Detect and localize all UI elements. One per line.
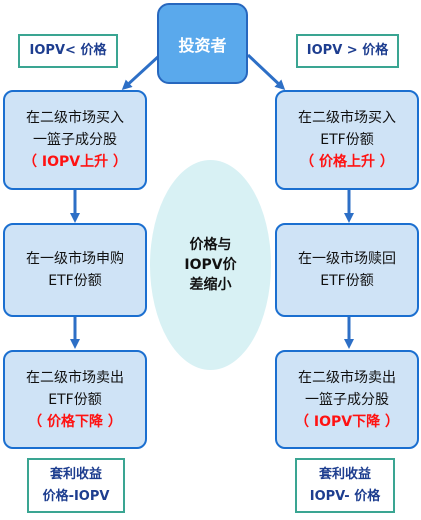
right-step-1-line-1: 在二级市场买入 (298, 110, 396, 126)
right-step-1-effect: （ 价格上升 ） (300, 154, 394, 170)
left-step-1-line-1: 在二级市场买入 (26, 110, 124, 126)
right-step-2-line-1: 在一级市场赎回 (298, 251, 396, 267)
left-step-1-line-2: 一篮子成分股 (33, 132, 117, 148)
left-step-3-line-1: 在二级市场卖出 (26, 369, 124, 386)
left-step-1-effect: （ IOPV上升 ） (23, 154, 127, 170)
right-step-3-effect: （ IOPV下降 ） (295, 413, 399, 430)
condition-left-tag: IOPV< 价格 (18, 34, 118, 68)
result-left-tag: 套利收益 价格-IOPV (27, 458, 125, 513)
condition-right-tag: IOPV > 价格 (296, 34, 399, 68)
right-step-2-box: 在一级市场赎回 ETF份额 (275, 223, 419, 317)
arrow-investor-to-right (246, 53, 286, 91)
right-step-3-line-2: 一篮子成分股 (305, 391, 389, 408)
right-step-2-line-2: ETF份额 (320, 273, 374, 289)
result-left-title: 套利收益 (49, 466, 102, 482)
center-line-2: IOPV价 (184, 257, 237, 273)
right-step-3-box: 在二级市场卖出 一篮子成分股 （ IOPV下降 ） (275, 350, 419, 449)
left-step-2-box: 在一级市场申购 ETF份额 (3, 223, 147, 317)
arrow-investor-to-left (121, 53, 162, 91)
right-step-3-line-1: 在二级市场卖出 (298, 369, 396, 386)
condition-right-text: IOPV > 价格 (306, 43, 389, 58)
investor-label: 投资者 (178, 35, 227, 55)
result-right-tag: 套利收益 IOPV- 价格 (295, 458, 395, 513)
result-right-formula: IOPV- 价格 (309, 488, 381, 504)
center-line-1: 价格与 (189, 237, 232, 253)
result-left-formula: 价格-IOPV (42, 488, 110, 504)
left-step-3-line-2: ETF份额 (48, 391, 102, 408)
left-step-3-box: 在二级市场卖出 ETF份额 （ 价格下降 ） (3, 350, 147, 449)
left-step-1-box: 在二级市场买入 一篮子成分股 （ IOPV上升 ） (3, 90, 147, 190)
result-right-title: 套利收益 (318, 466, 371, 482)
right-step-1-line-2: ETF份额 (320, 132, 374, 148)
left-step-2-line-1: 在一级市场申购 (26, 251, 124, 267)
center-ellipse: 价格与 IOPV价 差缩小 (150, 160, 271, 370)
condition-left-text: IOPV< 价格 (29, 43, 107, 58)
left-step-3-effect: （ 价格下降 ） (28, 413, 122, 430)
investor-node: 投资者 (157, 3, 248, 84)
center-line-3: 差缩小 (189, 277, 232, 293)
left-step-2-line-2: ETF份额 (48, 273, 102, 289)
right-step-1-box: 在二级市场买入 ETF份额 （ 价格上升 ） (275, 90, 419, 190)
